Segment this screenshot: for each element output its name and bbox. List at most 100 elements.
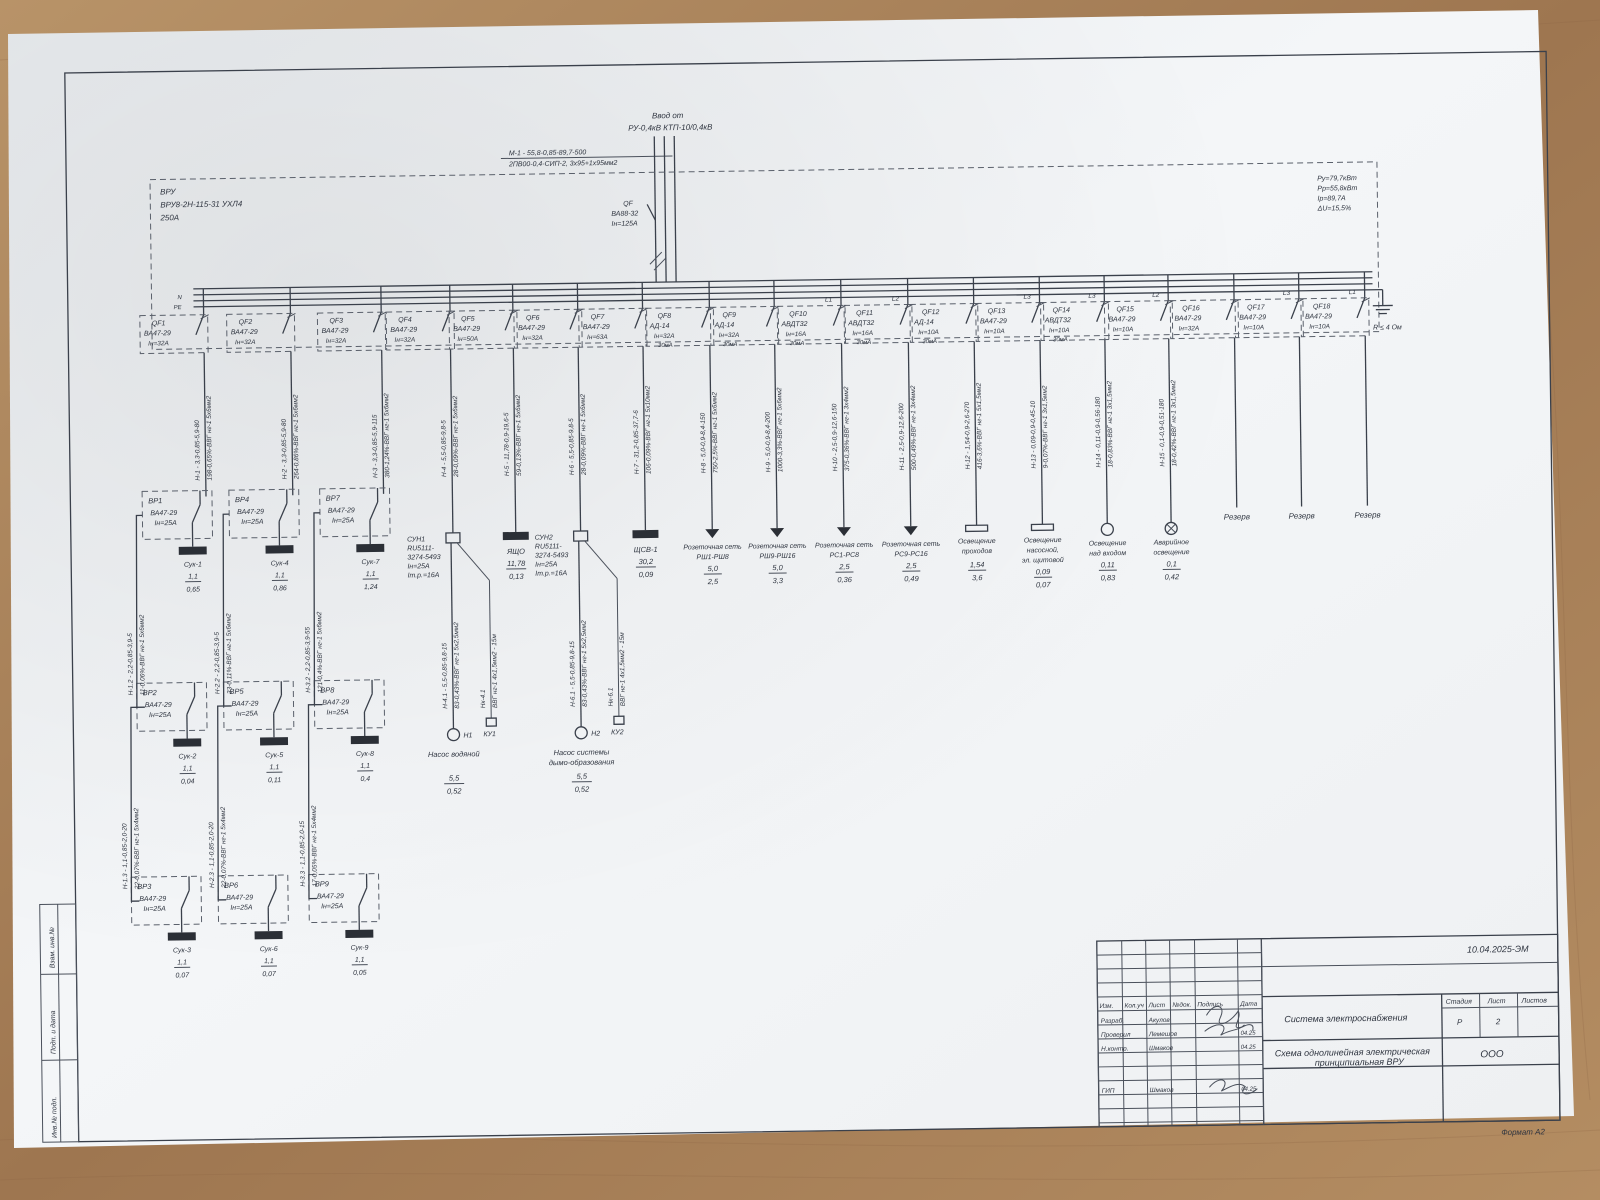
sub-board-contact	[273, 694, 283, 714]
feeder-cable-line	[1233, 337, 1238, 508]
sub-board-switch[interactable]	[267, 875, 277, 908]
breaker-switch[interactable]	[441, 310, 456, 332]
stamp-row	[1097, 980, 1262, 984]
sub-panel-drop: 0,04	[181, 778, 195, 785]
sub-panel-symbol	[345, 929, 374, 939]
sub-board-switch[interactable]	[278, 489, 288, 522]
breaker-switch[interactable]	[832, 304, 847, 326]
sub-panel-power: 1,1	[264, 958, 274, 965]
breaker-switch[interactable]	[1159, 300, 1174, 322]
breaker-switch[interactable]	[634, 307, 648, 329]
breaker-switch[interactable]	[1096, 301, 1110, 322]
stamp-row	[1098, 1064, 1263, 1068]
breaker-switch[interactable]	[965, 303, 979, 324]
cable-label: Н-10 - 2,5-0,9-12,6-150	[831, 403, 839, 471]
load-line: эл. щитовой	[1022, 556, 1064, 565]
stamp-date: 04.25	[1241, 1031, 1257, 1037]
sub-board-switch[interactable]	[363, 679, 373, 713]
stamp-col	[1236, 939, 1241, 1125]
breaker-hook	[378, 311, 387, 317]
sub-board-switch[interactable]	[191, 490, 201, 523]
sub-board-switch[interactable]	[273, 681, 283, 714]
sub-board-label: ВР6	[224, 881, 239, 890]
sub-board-contact	[180, 890, 190, 909]
sub-panel-power: 1,1	[269, 764, 279, 771]
sub-board-switch[interactable]	[369, 488, 379, 521]
stamp-row	[1098, 1078, 1264, 1082]
breaker-switch[interactable]	[899, 303, 914, 325]
feeder-cable-line	[973, 341, 978, 526]
breaker-rating: Iн=10А	[918, 329, 939, 336]
breaker-switch[interactable]	[282, 312, 296, 334]
breaker-hook	[1361, 297, 1370, 303]
main-breaker[interactable]: QF ВА88-32 Iн=125А	[611, 200, 656, 228]
sub-boards: ВР1ВА47-29Iн=25АСук-11,10,65ВР4ВА47-29Iн…	[121, 487, 391, 979]
sub-cable-label: Н-2.3 - 1,1-0,85-2,0-20	[208, 822, 216, 888]
stamp-header: №док.	[1172, 1001, 1191, 1009]
sub-board-switch[interactable]	[186, 682, 196, 715]
breaker-switch[interactable]	[195, 314, 209, 336]
sub-cable-line	[217, 705, 227, 901]
side-stamp-label: Подп. и дата	[49, 1010, 58, 1054]
main-breaker-name: QF	[623, 201, 634, 208]
rcd-sensitivity: 30мА	[658, 343, 673, 349]
cable-spec: 106-0,09%-ВВГ нг-1 5х10мм2	[645, 385, 653, 474]
sub-cable-line	[307, 704, 317, 900]
sub-panel-name: Сук-4	[271, 560, 289, 567]
drawing-subtitle: принципиальная ВРУ	[1315, 1056, 1405, 1067]
sub-board-label: ВР4	[235, 495, 249, 504]
motor-cable	[578, 541, 582, 727]
cable-spec: 375-0,36%-ВВГ нг-1 3х4мм2	[843, 386, 851, 471]
sub-panel-name: Сук-2	[178, 753, 196, 760]
breaker-name: QF18	[1313, 303, 1331, 310]
sub-cable-spec: 22-0,07%-ВВГ нг-1 5х4мм2	[220, 806, 228, 889]
cable-label: Н-13 - 0,09-0,9-0,45-10	[1030, 400, 1038, 468]
sub-panel-power: 1,1	[177, 959, 187, 966]
breaker-box	[645, 306, 715, 347]
cable-label: Н-6 - 5,5-0,85-9,8-5	[568, 418, 576, 475]
stamp-header: Изм.	[1100, 1003, 1114, 1010]
motor-cable-spec: 83-0,43%-ВВГ нг-1 5х2,5мм2	[581, 620, 589, 707]
control-box	[572, 530, 589, 542]
breaker-type: ВА47-29	[980, 318, 1007, 325]
stamp-row	[1098, 1092, 1264, 1096]
breaker-hook	[970, 303, 979, 309]
phase-label: L3	[1283, 290, 1291, 297]
input-block: Ввод от РУ-0,4кВ КТП-10/0,4кВ М-1 - 55,8…	[500, 111, 713, 283]
sub-board-label: ВР9	[315, 879, 329, 888]
input-cable-label: М-1 - 55,8-0,85-89,7-500	[509, 149, 587, 157]
sub-board-switch[interactable]	[180, 876, 190, 909]
breaker-hook	[1101, 301, 1110, 307]
phase-label: L3	[1088, 293, 1096, 300]
stamp-header: Кол.уч	[1124, 1002, 1144, 1009]
breaker-type: ВА47-29	[1174, 315, 1201, 322]
sub-cable-5: Н-2.3 - 1,1-0,85-2,0-20 22-0,07%-ВВГ нг-1…	[208, 705, 228, 901]
breaker-name: QF10	[789, 311, 807, 318]
breaker-switch[interactable]	[765, 305, 780, 327]
sub-board-switch[interactable]	[358, 873, 368, 907]
breaker-hook	[904, 303, 914, 309]
sub-cable-label: Н-1.3 - 1,1-0,85-2,0-20	[121, 823, 129, 889]
sub-panel-name: Сук-9	[351, 945, 369, 952]
sub-panel-name: Сук-3	[173, 947, 191, 954]
float-switch-id: КУ1	[483, 731, 496, 738]
cable-label: Н-14 - 0,11-0,9-0,56-180	[1095, 396, 1103, 467]
stamp-person: Лемешов	[1148, 1031, 1178, 1038]
breaker-switch[interactable]	[372, 311, 387, 333]
breaker-switch[interactable]	[1356, 297, 1370, 319]
feeder-cable-line	[840, 343, 845, 528]
sub-panel-drop: 0,05	[353, 970, 367, 977]
breaker-switch[interactable]	[1290, 298, 1305, 320]
pump-name-2: дымо-образования	[549, 757, 615, 767]
breaker-name: QF16	[1182, 305, 1200, 312]
load-power: 1,54	[970, 560, 985, 569]
sub-board-label: ВР3	[137, 882, 152, 891]
